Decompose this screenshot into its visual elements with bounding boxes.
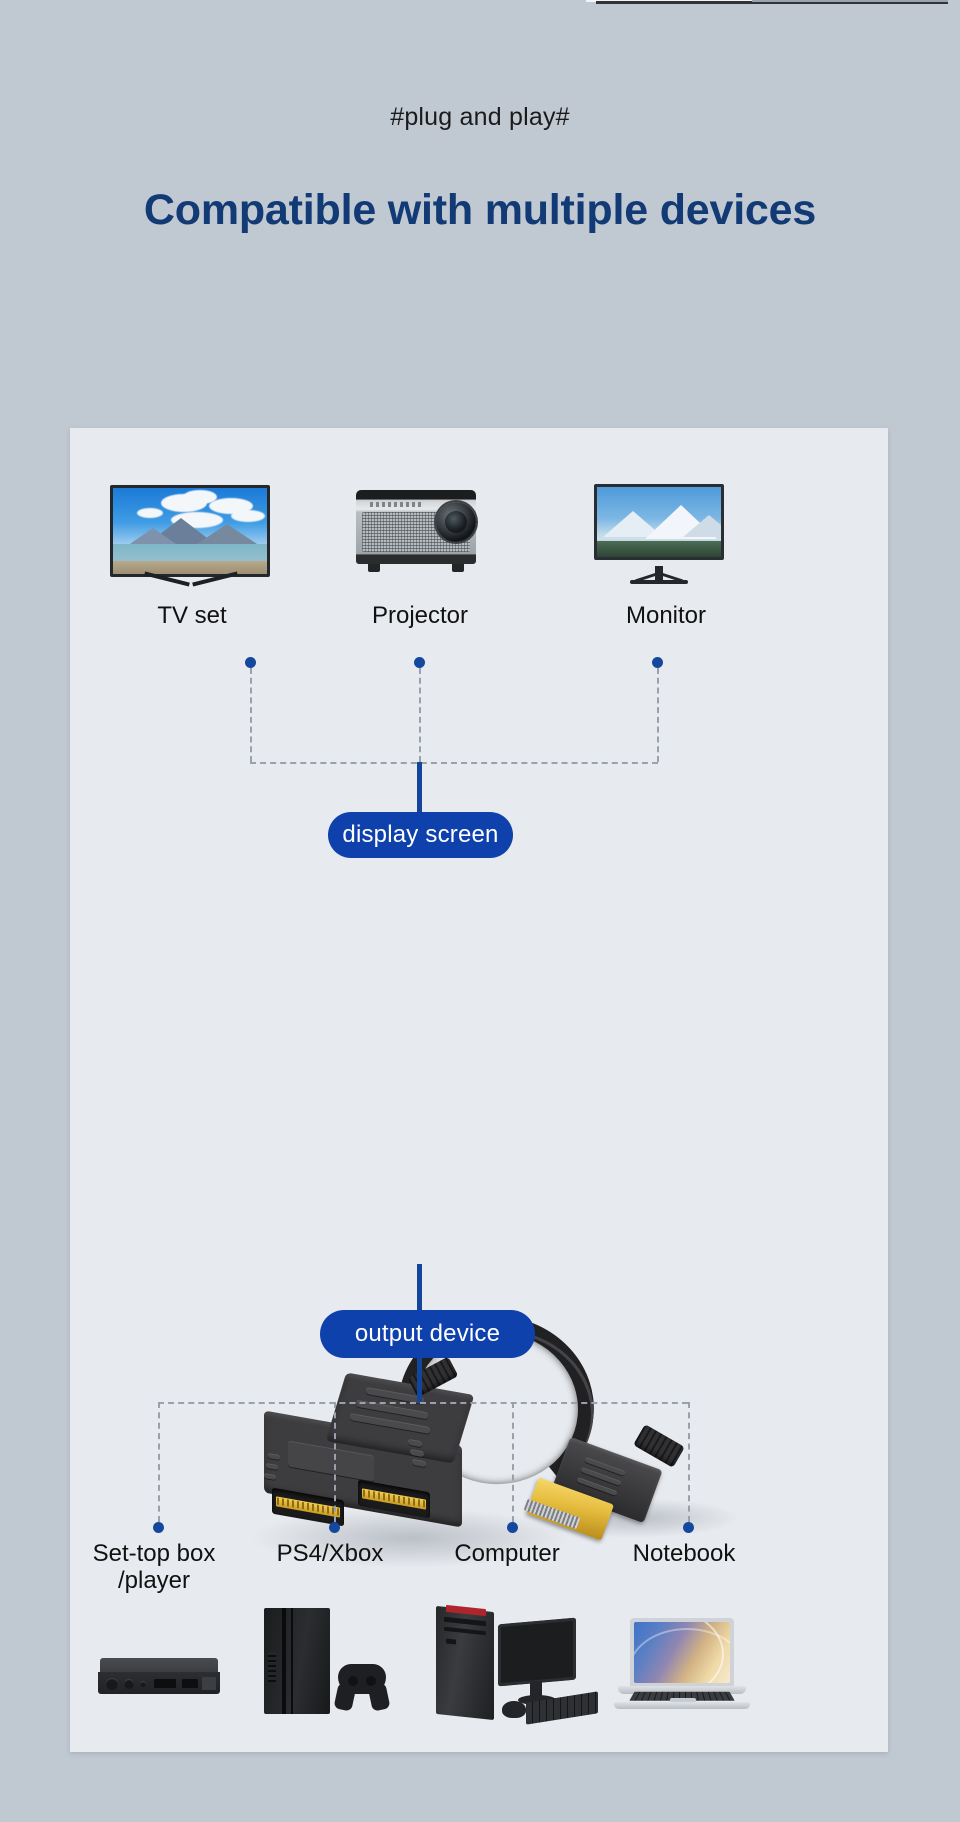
- set-top-box-icon: [98, 1658, 222, 1702]
- connector-dot-settop: [153, 1522, 164, 1533]
- connector-dot-projector: [414, 657, 425, 668]
- connector-dot-console: [329, 1522, 340, 1533]
- connector-dot-notebook: [683, 1522, 694, 1533]
- device-label-tv: TV set: [157, 602, 227, 629]
- device-label-console: PS4/Xbox: [276, 1540, 384, 1567]
- projector-brand-mark: [370, 502, 422, 507]
- connector-stem-output-top: [417, 1264, 422, 1310]
- device-label-notebook: Notebook: [632, 1540, 736, 1567]
- monitor-screen: [594, 484, 724, 560]
- connector-line-projector: [419, 668, 421, 762]
- laptop-icon: [614, 1618, 754, 1720]
- device-label-settop: Set-top box /player: [92, 1540, 216, 1594]
- connector-stem-output-bottom: [417, 1358, 422, 1402]
- projector-lens-inner: [445, 511, 467, 533]
- connector-line-settop: [158, 1402, 160, 1522]
- tv-icon: [100, 485, 284, 591]
- edge-segment-dark: [596, 1, 948, 4]
- connector-line-monitor: [657, 668, 659, 762]
- connector-dot-monitor: [652, 657, 663, 668]
- cable-boot-plug: [633, 1424, 685, 1468]
- device-label-computer: Computer: [454, 1540, 560, 1567]
- kicker-text: #plug and play#: [390, 103, 570, 131]
- tv-screen: [110, 485, 270, 577]
- monitor-foreground: [597, 541, 721, 557]
- top-edge-artifact: [0, 0, 960, 4]
- connector-line-computer: [512, 1402, 514, 1522]
- laptop-screen: [634, 1622, 730, 1683]
- projector-icon: [356, 484, 482, 576]
- desktop-computer-icon: [426, 1603, 602, 1725]
- infographic-panel: TV set Projector Monitor display screen: [70, 428, 888, 1752]
- connector-dot-tv: [245, 657, 256, 668]
- device-label-monitor: Monitor: [625, 602, 707, 629]
- connector-line-console: [334, 1402, 336, 1522]
- monitor-icon: [594, 484, 738, 590]
- badge-output-device[interactable]: output device: [320, 1310, 535, 1358]
- game-console-icon: [258, 1608, 404, 1718]
- page-title: Compatible with multiple devices: [143, 186, 817, 234]
- connector-line-tv: [250, 668, 252, 762]
- device-label-projector: Projector: [371, 602, 469, 629]
- hdmi-splitter-cable: [240, 1306, 860, 1738]
- connector-bus-top: [250, 762, 658, 764]
- connector-bus-bottom: [158, 1402, 688, 1404]
- badge-display-screen[interactable]: display screen: [328, 812, 513, 858]
- tv-shore: [113, 561, 267, 574]
- connector-dot-computer: [507, 1522, 518, 1533]
- edge-segment-gray: [752, 0, 948, 2]
- connector-line-notebook: [688, 1402, 690, 1522]
- connector-stem-display: [417, 762, 422, 812]
